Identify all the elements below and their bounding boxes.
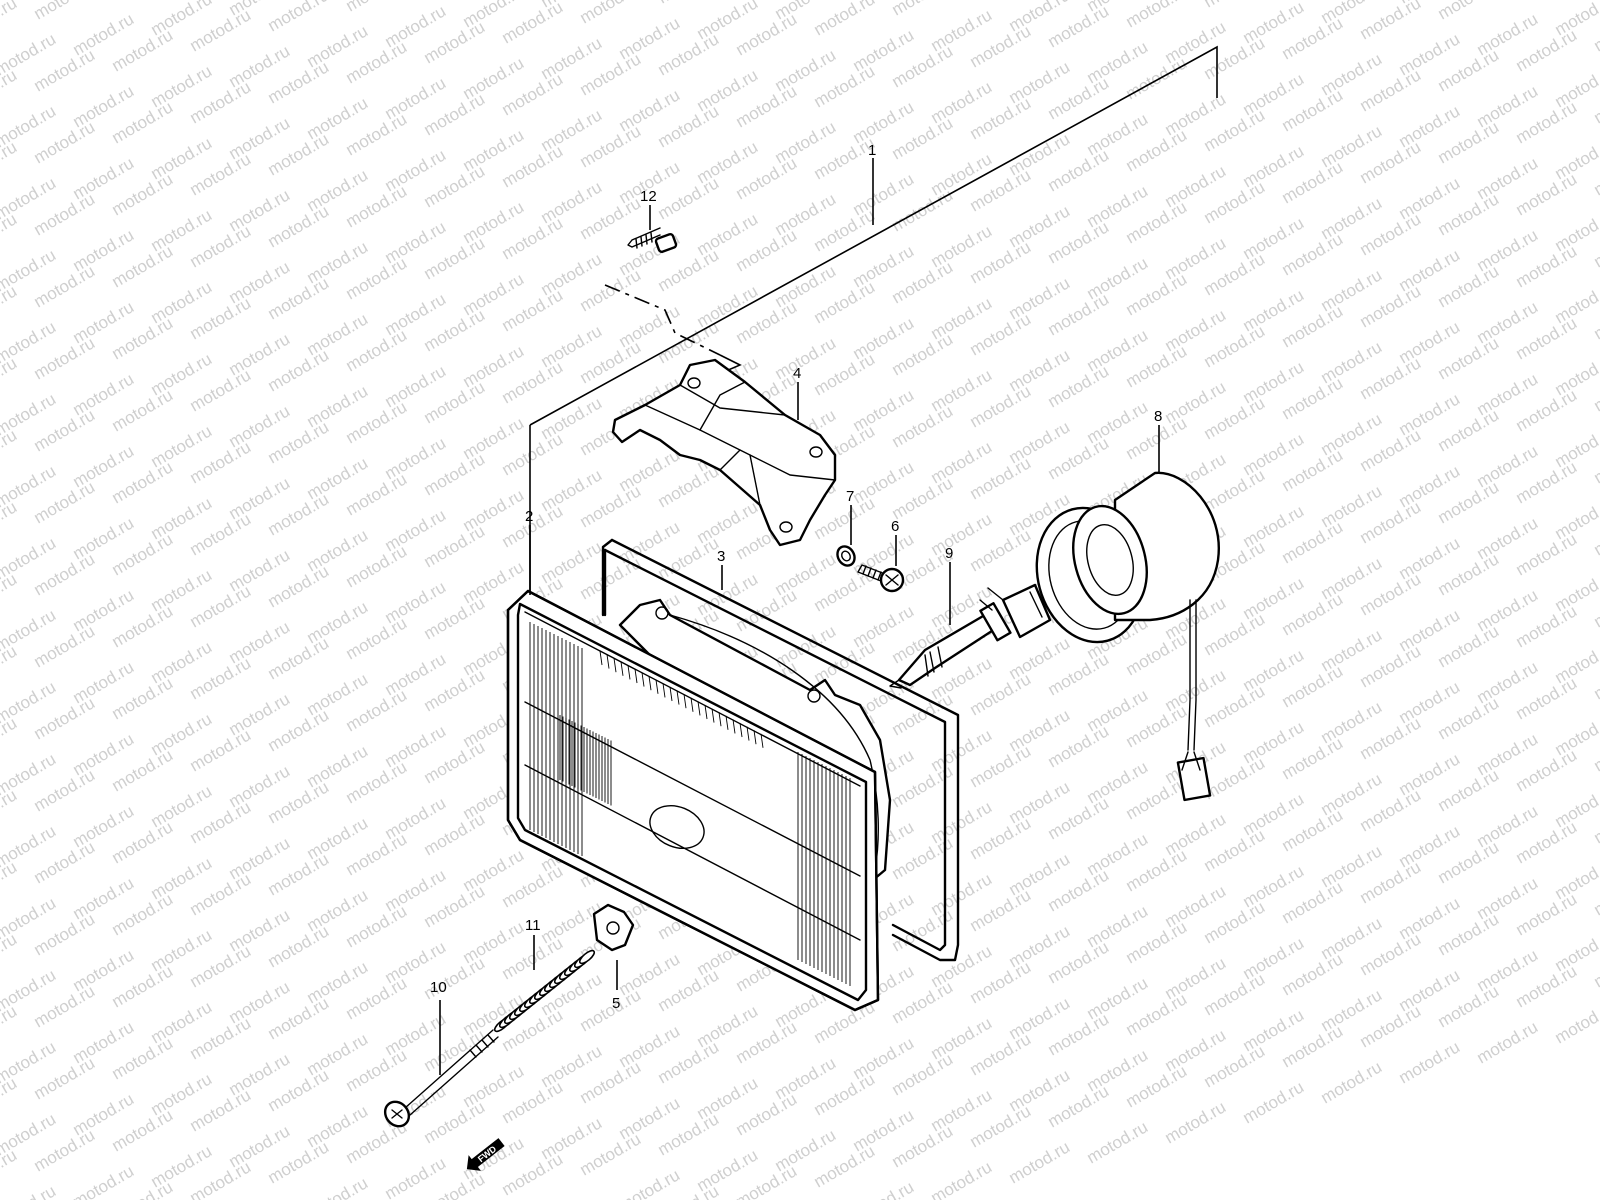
watermark-text: motod.ru xyxy=(0,497,20,547)
watermark-text: motod.ru xyxy=(265,0,333,35)
hatch-line xyxy=(683,694,687,709)
callout-labels: 1 2 3 4 5 6 7 8 9 10 11 12 xyxy=(430,142,1162,1012)
hatch-line xyxy=(711,708,715,723)
screw-12 xyxy=(627,227,678,254)
watermark-text: motod.ru xyxy=(0,713,20,763)
spring-11 xyxy=(493,949,596,1033)
watermark-text: motod.ru xyxy=(1435,0,1503,23)
watermark-text: motod.ru xyxy=(343,0,411,15)
watermark-text: motod.ru xyxy=(0,1181,59,1200)
watermark-text: motod.ru xyxy=(0,929,20,979)
watermark-text: motod.ru xyxy=(109,0,177,3)
hatch-line xyxy=(634,668,638,684)
watermark-text: motod.ru xyxy=(655,0,723,7)
callout-7: 7 xyxy=(846,488,854,505)
watermark-text: motod.ru xyxy=(0,353,20,403)
watermark-text: motod.ru xyxy=(1201,0,1269,11)
hatch-line xyxy=(760,733,764,748)
watermark-text: motod.ru xyxy=(850,1177,918,1200)
callout-5: 5 xyxy=(612,995,620,1012)
watermark-text: motod.ru xyxy=(0,65,20,115)
hatch-line xyxy=(725,715,729,730)
hatch-line xyxy=(620,661,624,676)
watermark-text: motod.ru xyxy=(0,641,20,691)
mounting-bracket-4 xyxy=(611,358,837,547)
hatch-line xyxy=(746,726,750,741)
hatch-line xyxy=(669,686,673,702)
watermark-text: motod.ru xyxy=(70,1161,138,1200)
watermark-text: motod.ru xyxy=(1318,1057,1386,1107)
lens-hatch-pattern xyxy=(529,622,851,986)
watermark-text: motod.ru xyxy=(1162,1097,1230,1147)
hatch-line xyxy=(655,679,659,694)
watermark-text: motod.ru xyxy=(0,1073,20,1123)
spring-coil xyxy=(578,949,596,965)
nut-5 xyxy=(592,903,635,952)
watermark-text: motod.ru xyxy=(0,569,20,619)
callout-12: 12 xyxy=(640,188,657,205)
leader-lines xyxy=(439,158,1160,1075)
watermark-text: motod.ru xyxy=(1552,997,1600,1047)
bulb-socket-8 xyxy=(1035,471,1221,802)
hatch-line xyxy=(599,650,603,666)
watermark-text: motod.ru xyxy=(1240,1077,1308,1127)
watermark-text: motod.ru xyxy=(0,425,20,475)
adjusting-screw-10 xyxy=(383,1029,499,1128)
watermark-text: motod.ru xyxy=(304,1173,372,1200)
hatch-line xyxy=(648,676,652,691)
watermark-text: motod.ru xyxy=(1006,1137,1074,1187)
watermark-text: motod.ru xyxy=(1357,0,1425,43)
watermark-text: motod.ru xyxy=(0,281,20,331)
screw-12-guide-line xyxy=(604,284,721,356)
watermark-text: motod.ru xyxy=(0,1001,20,1051)
watermark-text: motod.ru xyxy=(1123,0,1191,31)
callout-6: 6 xyxy=(891,518,899,535)
screw-6 xyxy=(857,564,905,593)
watermark-text: motod.ru xyxy=(928,1157,996,1200)
hatch-line xyxy=(676,690,680,705)
hatch-line xyxy=(606,654,610,669)
watermark-text: motod.ru xyxy=(0,209,20,259)
headlight-unit-2 xyxy=(506,589,892,1012)
watermark-text: motod.ru xyxy=(811,0,879,39)
callout-4: 4 xyxy=(793,365,801,382)
watermark-text: motod.ru xyxy=(889,0,957,19)
hatch-line xyxy=(641,672,645,687)
hatch-line xyxy=(613,658,617,673)
gasket-3 xyxy=(601,538,960,962)
watermark-text: motod.ru xyxy=(0,0,20,43)
hatch-line xyxy=(627,665,631,680)
hatch-line xyxy=(718,712,722,727)
callout-10: 10 xyxy=(430,979,447,996)
watermark-text: motod.ru xyxy=(616,1165,684,1200)
callout-3: 3 xyxy=(717,548,725,565)
watermark-text: motod.ru xyxy=(0,785,20,835)
watermark-text: motod.ru xyxy=(0,137,20,187)
hatch-line xyxy=(697,701,701,716)
callout-8: 8 xyxy=(1154,408,1162,425)
callout-11: 11 xyxy=(525,917,541,934)
hatch-line xyxy=(739,722,743,738)
hatch-line xyxy=(690,697,694,712)
hatch-line xyxy=(753,730,757,745)
hatch-line xyxy=(704,704,708,720)
watermark-text: motod.ru xyxy=(1084,1117,1152,1167)
hatch-line xyxy=(732,719,736,734)
bulb-9 xyxy=(889,583,1052,689)
watermark-text: motod.ru xyxy=(577,0,645,27)
washer-7 xyxy=(836,545,856,567)
watermark-text: motod.ru xyxy=(1474,1017,1542,1067)
watermark-text: motod.ru xyxy=(0,857,20,907)
callout-2: 2 xyxy=(525,508,533,525)
callout-1: 1 xyxy=(868,142,876,159)
hatch-line xyxy=(662,683,666,698)
watermark-text: motod.ru xyxy=(0,1145,20,1195)
callout-9: 9 xyxy=(945,545,953,562)
watermark-text: motod.ru xyxy=(1513,0,1581,3)
watermark-text: motod.ru xyxy=(1396,1037,1464,1087)
watermark-text: motod.ru xyxy=(31,0,99,23)
